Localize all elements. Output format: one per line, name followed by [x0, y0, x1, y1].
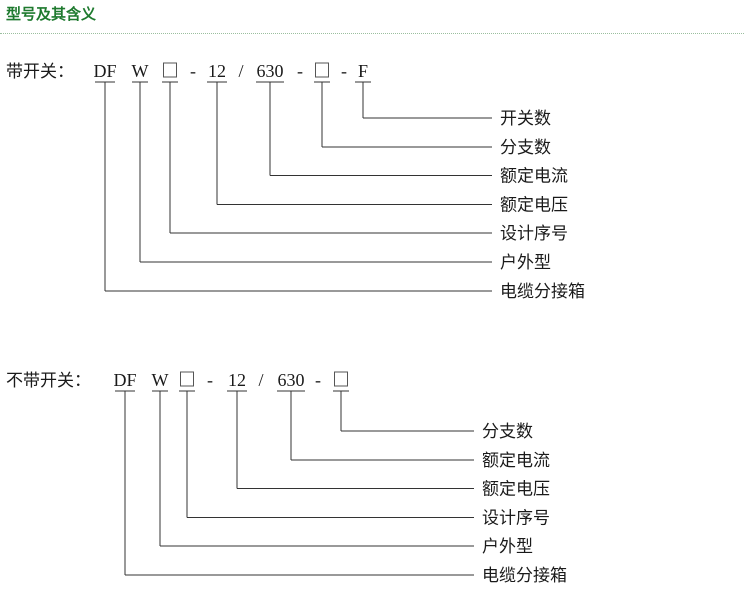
segment-meaning-label: 设计序号	[482, 508, 550, 528]
placeholder-box	[163, 62, 177, 78]
segment-meaning-label: 额定电压	[482, 480, 550, 500]
code-segment: W	[152, 370, 169, 390]
code-segment: -	[190, 61, 196, 81]
code-segment: 630	[257, 61, 284, 81]
section-title: 型号及其含义	[6, 5, 97, 23]
diagram-prefix: 不带开关：	[6, 371, 91, 391]
code-segment: /	[258, 370, 263, 390]
segment-meaning-label: 电缆分接箱	[500, 282, 585, 302]
segment-meaning-label: 设计序号	[500, 224, 568, 244]
title-divider	[0, 33, 744, 34]
code-segment: -	[207, 370, 213, 390]
code-segment: -	[315, 370, 321, 390]
code-segment: 12	[228, 370, 246, 390]
segment-meaning-label: 电缆分接箱	[482, 566, 567, 586]
segment-meaning-label: 分支数	[482, 422, 533, 442]
segment-meaning-label: 额定电压	[500, 195, 568, 215]
code-segment: DF	[93, 61, 116, 81]
code-segment: 12	[208, 61, 226, 81]
segment-meaning-label: 户外型	[500, 253, 551, 273]
segment-meaning-label: 额定电流	[500, 167, 568, 187]
placeholder-box	[334, 371, 348, 387]
segment-meaning-label: 额定电流	[482, 451, 550, 471]
code-segment: 630	[278, 370, 305, 390]
placeholder-box	[180, 371, 194, 387]
code-segment: F	[358, 61, 368, 81]
placeholder-box	[315, 62, 329, 78]
segment-meaning-label: 开关数	[500, 109, 551, 129]
code-segment: -	[341, 61, 347, 81]
segment-meaning-label: 分支数	[500, 138, 551, 158]
diagram-prefix: 带开关：	[6, 62, 74, 82]
code-segment: DF	[113, 370, 136, 390]
code-segment: /	[238, 61, 243, 81]
segment-meaning-label: 户外型	[482, 537, 533, 557]
code-segment: -	[297, 61, 303, 81]
code-segment: W	[132, 61, 149, 81]
